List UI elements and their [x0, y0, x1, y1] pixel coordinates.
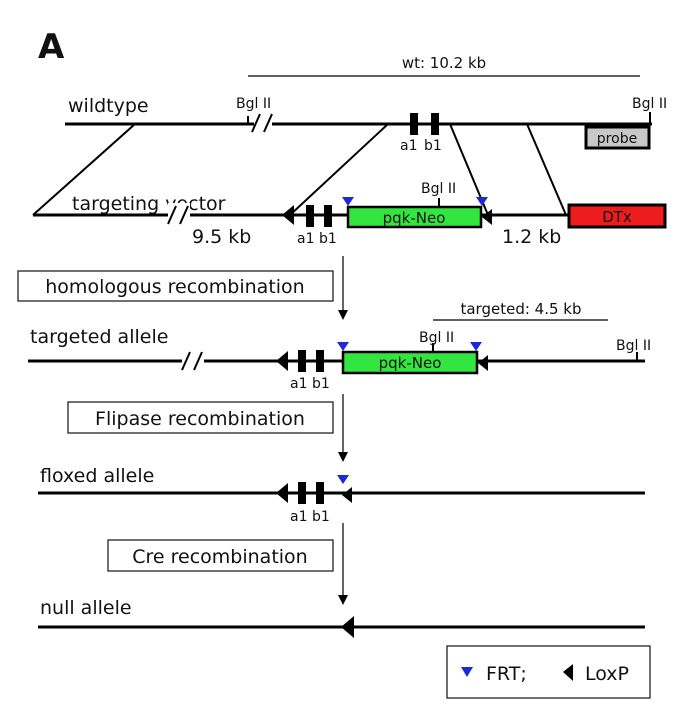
wildtype-break-mark-2 [263, 113, 273, 133]
fa-loxp-2 [342, 487, 352, 503]
arm-diag-1 [32, 123, 136, 216]
tv-exon-b1-label: b1 [319, 231, 337, 247]
legend-box [446, 645, 651, 699]
ta-neo-cassette [341, 350, 479, 375]
wildtype-break-mark-1 [251, 113, 261, 133]
wt-exon-a1 [410, 113, 418, 135]
tv-break-gap [168, 203, 190, 227]
ta-bglii-label-2: Bgl II [616, 338, 651, 354]
step-flipase: Flipase recombination [67, 394, 348, 462]
fa-exon-a1 [298, 482, 306, 504]
fa-frt [337, 475, 349, 484]
tv-loxp-1 [282, 205, 294, 225]
fa-loxp-1 [276, 483, 288, 503]
ta-exon-b1 [316, 350, 324, 372]
targeted-fragment-label: targeted: 4.5 kb [460, 300, 581, 318]
tv-neo-label: pqk-Neo [383, 209, 446, 227]
ta-frt-1 [337, 342, 349, 351]
fa-exon-b1-label: b1 [312, 509, 330, 525]
tv-neo-cassette [346, 205, 483, 229]
arm-diag-2 [289, 123, 389, 216]
wt-bglii-right-label: Bgl II [632, 96, 667, 112]
tv-break-mark-2 [179, 205, 189, 225]
ta-loxp-1 [276, 351, 288, 371]
floxed-allele-row: floxed allele a1 b1 [38, 465, 645, 525]
wt-exon-a1-label: a1 [400, 138, 418, 154]
flipase-label: Flipase recombination [95, 408, 305, 430]
wildtype-row: wt: 10.2 kb wildtype Bgl II Bgl II a1 b1… [65, 54, 667, 154]
targeted-allele-row: targeted: 4.5 kb targeted allele a1 b1 p… [28, 300, 651, 392]
homologous-label: homologous recombination [45, 276, 304, 298]
wt-bglii-left-label: Bgl II [236, 96, 271, 112]
tv-bglii-label: Bgl II [421, 181, 456, 197]
legend-frt-label: FRT; [486, 663, 527, 685]
probe-box [584, 125, 651, 150]
wt-exon-b1 [431, 113, 439, 135]
step3-arrow-head [338, 595, 348, 605]
tv-frt-1 [342, 197, 354, 206]
ta-loxp-2 [478, 355, 488, 371]
na-loxp [341, 616, 354, 638]
tv-exon-a1-label: a1 [297, 231, 315, 247]
floxed-allele-label: floxed allele [40, 465, 154, 487]
fa-exon-a1-label: a1 [290, 509, 308, 525]
cre-box [107, 539, 334, 572]
tv-frt-2 [476, 197, 488, 206]
dtx-cassette [567, 203, 667, 229]
ta-exon-b1-label: b1 [312, 376, 330, 392]
ta-frt-2 [470, 342, 482, 351]
legend-frt-icon [461, 667, 473, 677]
legend-loxp-icon [563, 664, 573, 681]
fa-exon-b1 [316, 482, 324, 504]
legend: FRT; LoxP [446, 645, 651, 699]
ta-exon-a1-label: a1 [290, 376, 308, 392]
flipase-box [67, 401, 334, 434]
step1-arrow-head [338, 310, 348, 320]
tv-exon-a1 [306, 205, 314, 227]
arm-diag-4 [526, 123, 567, 216]
wt-exon-b1-label: b1 [424, 138, 442, 154]
probe-label: probe [597, 131, 637, 147]
null-allele-row: null allele [38, 597, 645, 638]
wildtype-break-gap [254, 112, 272, 136]
step2-arrow-head [338, 452, 348, 462]
null-allele-label: null allele [40, 597, 132, 619]
wildtype-label: wildtype [68, 95, 149, 117]
step-homologous: homologous recombination [17, 256, 348, 320]
targeted-allele-label: targeted allele [30, 326, 168, 348]
ta-neo-label: pqk-Neo [379, 354, 442, 372]
step-cre: Cre recombination [107, 523, 348, 605]
targeting-vector-row: targeting vector a1 b1 pqk-Neo Bgl II DT… [33, 181, 667, 248]
arm-3-length: 1.2 kb [502, 226, 561, 248]
tv-break-mark-1 [167, 205, 177, 225]
ta-break-mark-1 [181, 351, 191, 371]
ta-break-mark-2 [193, 351, 203, 371]
tv-loxp-2 [482, 209, 492, 225]
targeting-vector-label: targeting vector [72, 193, 226, 215]
ta-break-gap [182, 349, 204, 373]
arm-5-length: 9.5 kb [192, 226, 251, 248]
tv-exon-b1 [324, 205, 332, 227]
ta-exon-a1 [298, 350, 306, 372]
ta-bglii-label-1: Bgl II [419, 330, 454, 346]
panel-label: A [38, 27, 65, 67]
legend-loxp-label: LoxP [585, 663, 629, 685]
wt-fragment-label: wt: 10.2 kb [402, 54, 486, 72]
homologous-box [17, 270, 334, 302]
dtx-label: DTx [602, 208, 632, 226]
cre-label: Cre recombination [132, 546, 307, 568]
